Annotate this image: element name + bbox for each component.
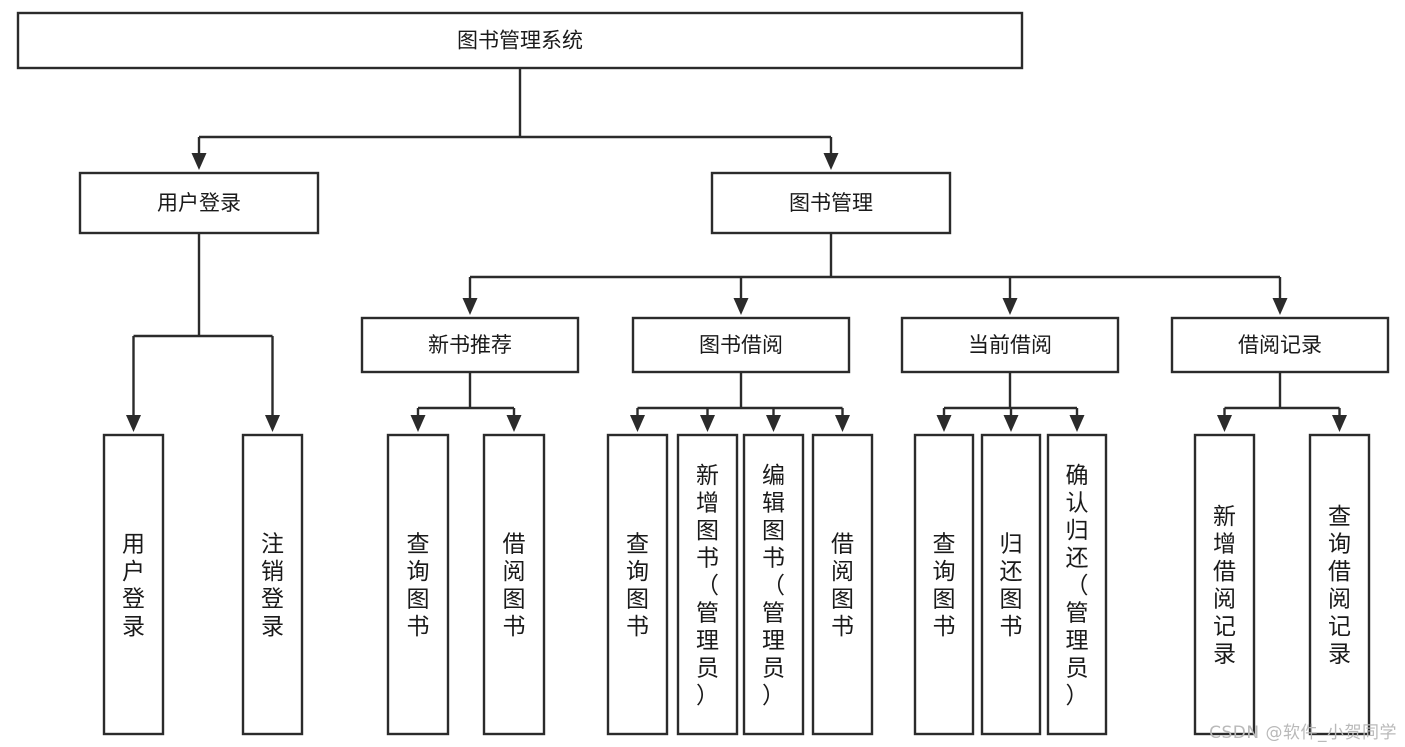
node-user-login-leaf[interactable]: 用户登录	[102, 433, 165, 736]
node-box-bb-edit-book	[742, 433, 805, 736]
node-cb-query-book[interactable]: 查询图书	[913, 433, 975, 736]
node-box-bb-add-book	[676, 433, 739, 736]
node-label-current-borrow: 当前借阅	[968, 333, 1052, 357]
node-bb-borrow-book[interactable]: 借阅图书	[811, 433, 874, 736]
arrow-head-icon	[462, 298, 478, 315]
arrow-head-icon	[835, 415, 850, 432]
node-book-manage[interactable]: 图书管理	[710, 171, 952, 235]
arrow-head-icon	[1069, 415, 1085, 432]
arrow-head-icon	[630, 415, 645, 432]
node-box-cb-query-book	[913, 433, 975, 736]
node-box-book-borrow	[631, 316, 851, 374]
node-label-bb-add-book: 新增图书（管理员）	[696, 463, 719, 709]
node-box-nbr-query-book	[386, 433, 450, 736]
node-new-book-recommend[interactable]: 新书推荐	[360, 316, 580, 374]
node-undefined[interactable]: 图书管理系统	[16, 11, 1024, 70]
nodes-layer: 图书管理系统用户登录用户登录注销登录图书管理新书推荐查询图书借阅图书图书借阅查询…	[16, 11, 1390, 736]
node-user-login[interactable]: 用户登录	[78, 171, 320, 235]
node-box-cb-return-book	[980, 433, 1042, 736]
arrow-head-icon	[1332, 415, 1347, 432]
arrow-head-icon	[1217, 415, 1232, 432]
arrow-head-icon	[265, 415, 280, 432]
node-bb-query-book[interactable]: 查询图书	[606, 433, 669, 736]
node-user-logout-leaf[interactable]: 注销登录	[241, 433, 304, 736]
node-box-nbr-borrow-book	[482, 433, 546, 736]
node-box-user-logout-leaf	[241, 433, 304, 736]
node-br-query-record[interactable]: 查询借阅记录	[1308, 433, 1371, 736]
node-box-borrow-record	[1170, 316, 1390, 374]
arrow-head-icon	[1272, 298, 1288, 315]
node-label-user-login-leaf: 用户登录	[122, 532, 145, 641]
arrow-head-icon	[936, 415, 952, 432]
node-label-cb-return-book: 归还图书	[1000, 532, 1023, 641]
node-current-borrow[interactable]: 当前借阅	[900, 316, 1120, 374]
node-box-new-book-recommend	[360, 316, 580, 374]
arrow-head-icon	[506, 415, 522, 432]
node-label-user-login: 用户登录	[157, 191, 241, 215]
node-box-current-borrow	[900, 316, 1120, 374]
arrow-head-icon	[1002, 298, 1018, 315]
connectors-layer	[126, 68, 1347, 432]
node-box-user-login-leaf	[102, 433, 165, 736]
node-label-br-add-record: 新增借阅记录	[1213, 504, 1236, 668]
node-br-add-record[interactable]: 新增借阅记录	[1193, 433, 1256, 736]
node-label-new-book-recommend: 新书推荐	[428, 333, 512, 357]
arrow-head-icon	[733, 298, 749, 315]
node-box-bb-borrow-book	[811, 433, 874, 736]
node-label-borrow-record: 借阅记录	[1238, 333, 1322, 357]
node-book-borrow[interactable]: 图书借阅	[631, 316, 851, 374]
node-label-br-query-record: 查询借阅记录	[1328, 504, 1351, 668]
arrow-head-icon	[126, 415, 141, 432]
node-label-bb-borrow-book: 借阅图书	[831, 532, 854, 641]
arrow-head-icon	[823, 153, 839, 170]
node-box-br-add-record	[1193, 433, 1256, 736]
node-label-undefined: 图书管理系统	[457, 29, 583, 53]
arrow-head-icon	[700, 415, 715, 432]
node-borrow-record[interactable]: 借阅记录	[1170, 316, 1390, 374]
node-nbr-borrow-book[interactable]: 借阅图书	[482, 433, 546, 736]
node-cb-confirm-return[interactable]: 确认归还（管理员）	[1046, 433, 1108, 736]
node-label-user-logout-leaf: 注销登录	[261, 532, 284, 641]
node-bb-add-book[interactable]: 新增图书（管理员）	[676, 433, 739, 736]
arrow-head-icon	[410, 415, 426, 432]
node-label-cb-query-book: 查询图书	[933, 532, 956, 641]
node-box-undefined	[16, 11, 1024, 70]
arrow-head-icon	[766, 415, 781, 432]
node-cb-return-book[interactable]: 归还图书	[980, 433, 1042, 736]
node-box-user-login	[78, 171, 320, 235]
node-box-br-query-record	[1308, 433, 1371, 736]
csdn-watermark: CSDN @软件_小贺同学	[1209, 723, 1397, 743]
node-label-book-manage: 图书管理	[789, 191, 873, 215]
node-label-bb-edit-book: 编辑图书（管理员）	[762, 463, 785, 709]
node-label-cb-confirm-return: 确认归还（管理员）	[1066, 463, 1089, 709]
node-box-book-manage	[710, 171, 952, 235]
node-box-cb-confirm-return	[1046, 433, 1108, 736]
node-nbr-query-book[interactable]: 查询图书	[386, 433, 450, 736]
node-bb-edit-book[interactable]: 编辑图书（管理员）	[742, 433, 805, 736]
node-label-nbr-query-book: 查询图书	[407, 532, 430, 641]
node-label-bb-query-book: 查询图书	[626, 532, 649, 641]
arrow-head-icon	[1003, 415, 1019, 432]
arrow-head-icon	[191, 153, 207, 170]
node-box-bb-query-book	[606, 433, 669, 736]
node-label-nbr-borrow-book: 借阅图书	[503, 532, 526, 641]
node-label-book-borrow: 图书借阅	[699, 333, 783, 357]
